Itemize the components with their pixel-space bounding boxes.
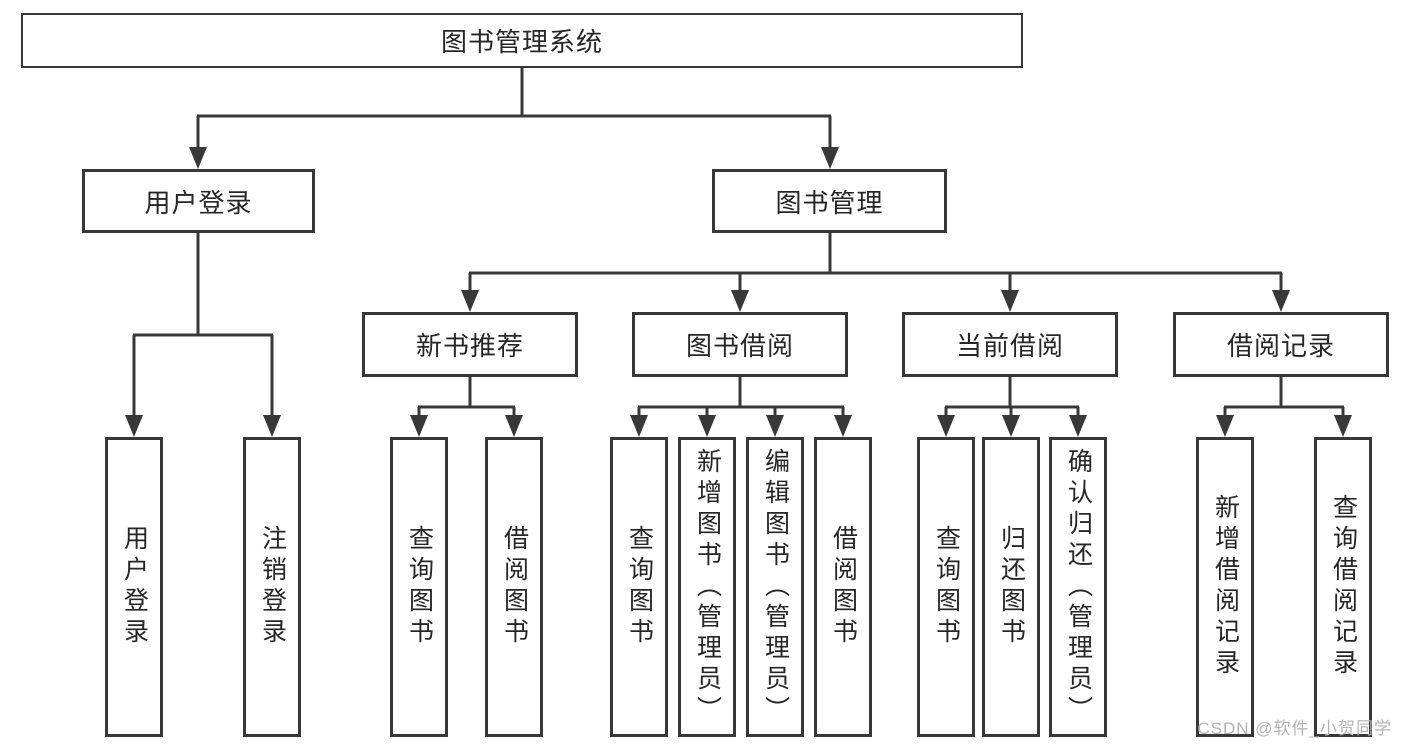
connector-current-borrow-lines — [944, 377, 1080, 417]
node-current-borrow: 当前借阅 — [902, 312, 1118, 377]
leaf-logout: 注销登录 — [243, 437, 301, 737]
leaf-confirm-return-admin-label: 确认归还（管理员） — [1064, 447, 1093, 727]
node-borrow-records: 借阅记录 — [1173, 312, 1389, 377]
node-borrow-records-label: 借阅记录 — [1226, 331, 1335, 361]
leaf-edit-book-admin: 编辑图书（管理员） — [746, 437, 804, 737]
leaf-borrow-book-recommend-label: 借阅图书 — [500, 525, 529, 649]
node-current-borrow-label: 当前借阅 — [955, 331, 1064, 361]
connector-user-login-arrowheads — [125, 415, 281, 437]
node-user-login: 用户登录 — [82, 169, 315, 233]
connector-book-management-arrowheads — [461, 290, 1290, 312]
connector-book-borrow-arrowheads — [630, 415, 852, 437]
connector-book-management-lines — [468, 233, 1283, 292]
leaf-query-book-recommend: 查询图书 — [390, 437, 448, 737]
node-book-borrow-label: 图书借阅 — [685, 331, 794, 361]
connector-root-arrowheads — [189, 147, 839, 169]
leaf-query-book-borrow-label: 查询图书 — [625, 525, 654, 649]
node-user-login-label: 用户登录 — [144, 187, 253, 218]
node-library-system-label: 图书管理系统 — [440, 27, 603, 57]
connector-root-lines — [196, 68, 832, 150]
connector-borrow-records-lines — [1223, 377, 1345, 417]
leaf-add-book-admin-label: 新增图书（管理员） — [693, 447, 722, 727]
node-library-system: 图书管理系统 — [21, 13, 1023, 68]
connector-book-borrow-lines — [637, 377, 845, 417]
leaf-query-book-current-label: 查询图书 — [932, 525, 961, 649]
connector-current-borrow-arrowheads — [937, 415, 1087, 437]
node-new-book-recommend: 新书推荐 — [362, 312, 578, 377]
connector-user-login-lines — [132, 233, 274, 417]
leaf-logout-label: 注销登录 — [258, 525, 287, 649]
leaf-borrow-book-recommend: 借阅图书 — [485, 437, 543, 737]
leaf-borrow-book-label: 借阅图书 — [829, 525, 858, 649]
leaf-user-login-label: 用户登录 — [120, 525, 149, 649]
leaf-query-borrow-record: 查询借阅记录 — [1314, 437, 1372, 737]
leaf-return-book: 归还图书 — [982, 437, 1040, 737]
node-book-management: 图书管理 — [712, 169, 947, 233]
leaf-edit-book-admin-label: 编辑图书（管理员） — [761, 447, 790, 727]
connector-new-book-arrowheads — [410, 415, 523, 437]
leaf-return-book-label: 归还图书 — [997, 525, 1026, 649]
node-new-book-recommend-label: 新书推荐 — [415, 331, 524, 361]
leaf-add-book-admin: 新增图书（管理员） — [678, 437, 736, 737]
leaf-query-book-borrow: 查询图书 — [610, 437, 668, 737]
leaf-query-book-current: 查询图书 — [917, 437, 975, 737]
leaf-add-borrow-record-label: 新增借阅记录 — [1211, 494, 1240, 680]
node-book-borrow: 图书借阅 — [632, 312, 848, 377]
leaf-user-login: 用户登录 — [105, 437, 163, 737]
leaf-confirm-return-admin: 确认归还（管理员） — [1049, 437, 1107, 737]
leaf-add-borrow-record: 新增借阅记录 — [1196, 437, 1254, 737]
connector-borrow-records-arrowheads — [1216, 415, 1352, 437]
leaf-query-borrow-record-label: 查询借阅记录 — [1329, 494, 1358, 680]
node-book-management-label: 图书管理 — [775, 187, 884, 218]
watermark: CSDN @软件_小贺同学 — [1197, 719, 1392, 738]
leaf-query-book-recommend-label: 查询图书 — [405, 525, 434, 649]
leaf-borrow-book: 借阅图书 — [814, 437, 872, 737]
connector-new-book-lines — [417, 377, 516, 417]
